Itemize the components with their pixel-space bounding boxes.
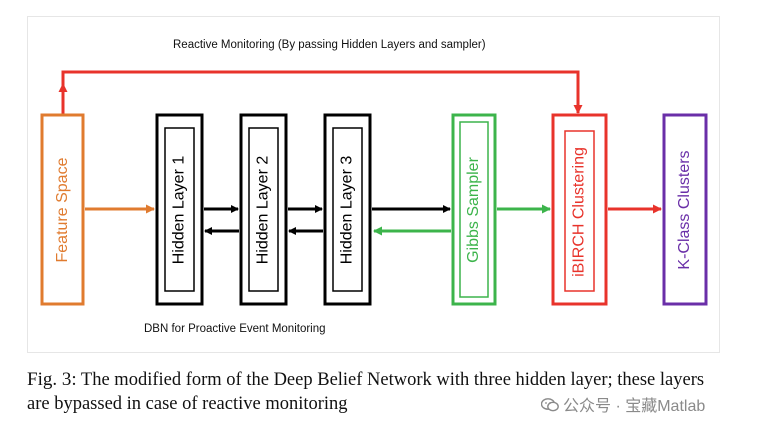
figure-caption: Fig. 3: The modified form of the Deep Be… bbox=[27, 368, 727, 416]
figure-number: Fig. 3: bbox=[27, 369, 77, 390]
k-class-clusters-label: K-Class Clusters bbox=[676, 150, 693, 269]
diagram-frame bbox=[27, 16, 720, 353]
ibirch-clustering-node: iBIRCH Clustering bbox=[551, 113, 608, 306]
reactive-monitoring-label: Reactive Monitoring (By passing Hidden L… bbox=[173, 39, 486, 51]
feature-space-label: Feature Space bbox=[54, 157, 71, 262]
watermark-text: 公众号 · 宝藏Matlab bbox=[563, 398, 706, 415]
watermark: 公众号 · 宝藏Matlab bbox=[540, 392, 706, 416]
caption-text: The modified form of the Deep Belief Net… bbox=[27, 370, 705, 414]
hidden-layer-2-node: Hidden Layer 2 bbox=[239, 113, 288, 306]
feature-space-node: Feature Space bbox=[40, 113, 85, 306]
reactive-bypass-arrow bbox=[61, 70, 583, 116]
wechat-icon bbox=[540, 398, 559, 412]
hidden-layer-3-node: Hidden Layer 3 bbox=[323, 113, 372, 306]
k-class-clusters-node: K-Class Clusters bbox=[662, 113, 708, 306]
dbn-diagram: Feature Space Hidden Layer 1 Hidden Laye… bbox=[40, 70, 708, 306]
ibirch-clustering-label: iBIRCH Clustering bbox=[571, 147, 588, 277]
gibbs-sampler-node: Gibbs Sampler bbox=[451, 113, 497, 306]
hidden-layer-3-label: Hidden Layer 3 bbox=[339, 156, 356, 265]
hidden-layer-1-node: Hidden Layer 1 bbox=[155, 113, 204, 306]
hidden-layer-1-label: Hidden Layer 1 bbox=[171, 156, 188, 265]
dbn-proactive-label: DBN for Proactive Event Monitoring bbox=[144, 323, 326, 335]
hidden-layer-2-label: Hidden Layer 2 bbox=[255, 156, 272, 265]
gibbs-sampler-label: Gibbs Sampler bbox=[465, 156, 482, 262]
